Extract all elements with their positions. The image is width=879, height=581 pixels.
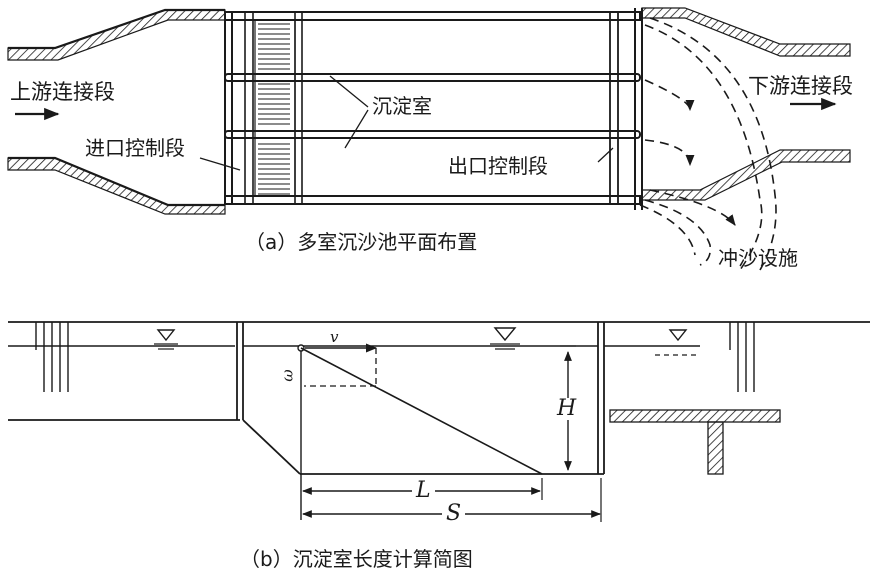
total-length-symbol: S [442, 503, 466, 525]
divider-wall-2 [224, 130, 641, 139]
leader-lines [199, 75, 614, 171]
outlet-control-label: 出口控制段 [448, 154, 548, 178]
upstream-label: 上游连接段 [10, 80, 115, 104]
settling-velocity-symbol: ω [278, 369, 297, 382]
flushing-flow-lines [639, 17, 777, 271]
upstream-bank-marks [35, 322, 69, 392]
plan-view [7, 7, 851, 271]
chamber-label: 沉淀室 [372, 94, 432, 118]
figure-b-caption: （b）沉淀室长度计算简图 [240, 547, 473, 571]
downstream-water-level [604, 329, 700, 356]
velocity-symbol: v [330, 328, 339, 346]
particle-trajectory [297, 343, 543, 520]
outlet-structure [609, 409, 781, 475]
outlet-control-section [609, 8, 643, 210]
downstream-label: 下游连接段 [748, 74, 853, 98]
divider-wall-1 [224, 73, 641, 82]
downstream-channel [641, 7, 851, 201]
chamber-walls [224, 11, 641, 205]
downstream-bank-marks [729, 322, 755, 392]
section-chamber [236, 322, 605, 475]
section-view [8, 321, 870, 522]
upstream-water-level [8, 329, 235, 350]
upstream-channel [7, 8, 226, 215]
inlet-control-section [224, 12, 303, 204]
figure-a-caption: （a）多室沉沙池平面布置 [245, 230, 478, 254]
chamber-water-level [490, 327, 520, 350]
depth-symbol: H [556, 396, 578, 421]
flushing-label: 冲沙设施 [718, 246, 798, 270]
length-symbol: L [412, 480, 435, 502]
inlet-control-label: 进口控制段 [85, 136, 185, 160]
